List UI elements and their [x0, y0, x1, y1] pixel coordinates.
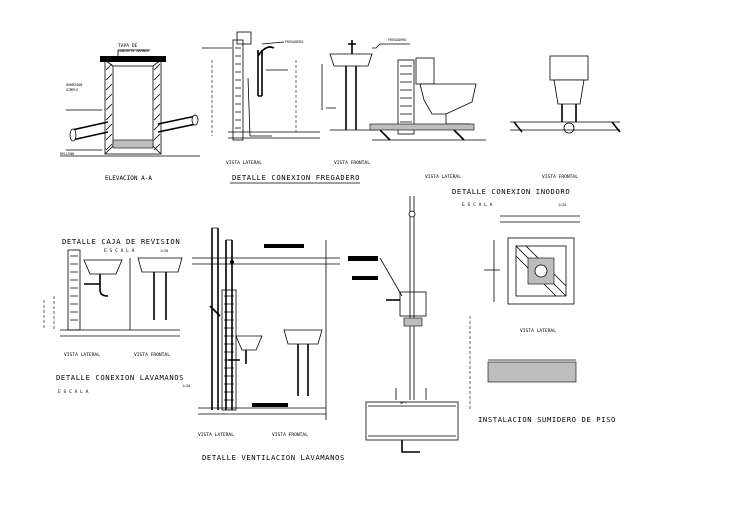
ventilacion-detail: VISTA LATERAL VISTA FRONTAL DETALLE VENT… — [192, 227, 345, 462]
fregadero-tag-frontal: FREGADERO — [388, 38, 406, 42]
elev-label-hormigon: HORMIGON — [66, 83, 82, 87]
sumidero-detail: VISTA LATERAL INSTALACION SUMIDERO DE PI… — [469, 215, 616, 424]
inodoro-detail: VISTA LATERAL VISTA FRONTAL DETALLE CONE… — [369, 55, 621, 208]
lav-scale-top: 1=20 — [160, 249, 168, 253]
sumidero-title: INSTALACION SUMIDERO DE PISO — [478, 415, 616, 424]
inodoro-vista-lateral: VISTA LATERAL — [425, 174, 461, 180]
ventilacion-title: DETALLE VENTILACION LAVAMANOS — [202, 453, 345, 462]
ventilacion-vista-frontal: VISTA FRONTAL — [272, 432, 308, 438]
inodoro-escala: E S C A L A — [462, 202, 493, 208]
riser-detail: NPT — [348, 196, 459, 453]
lavamanos-escala: E S C A L A — [58, 389, 89, 395]
fregadero-vista-frontal: VISTA FRONTAL — [334, 160, 370, 166]
inodoro-vista-frontal: VISTA FRONTAL — [542, 174, 578, 180]
fregadero-tag-lateral: FREGADERO — [285, 40, 303, 44]
lav-escala-top: E S C A L A — [104, 248, 135, 254]
lavamanos-vista-lateral: VISTA LATERAL — [64, 352, 100, 358]
sumidero-vista-lateral: VISTA LATERAL — [520, 328, 556, 334]
elevacion-a-a-detail: TAPA DE CONCRETO ARMADO HORMIGON SIMPLE … — [60, 43, 200, 182]
lavamanos-scale: 1=20 — [182, 384, 190, 388]
fregadero-vista-lateral: VISTA LATERAL — [226, 160, 262, 166]
riser-npt: NPT — [400, 401, 406, 405]
lavamanos-detail: DETALLE CAJA DE REVISION VISTA LATERAL V… — [43, 237, 190, 395]
elev-label-relleno: RELLENO — [60, 152, 74, 156]
elev-label-simple: SIMPLE — [66, 88, 78, 92]
lavamanos-vista-frontal: VISTA FRONTAL — [134, 352, 170, 358]
ventilacion-vista-lateral: VISTA LATERAL — [198, 432, 234, 438]
inodoro-title: DETALLE CONEXION INODORO — [452, 187, 570, 196]
elevacion-title: ELEVACION A-A — [105, 175, 152, 182]
fregadero-detail: FREGADERO VISTA LATERAL FREGADERO VISTA … — [202, 31, 410, 184]
lavamanos-title: DETALLE CONEXION LAVAMANOS — [56, 373, 184, 382]
caja-title: DETALLE CAJA DE REVISION — [62, 237, 180, 246]
elev-label-concreto: CONCRETO ARMADO — [118, 49, 149, 53]
inodoro-scale: 1=20 — [558, 203, 566, 207]
elev-label-tapa: TAPA DE — [118, 43, 138, 49]
fregadero-title: DETALLE CONEXION FREGADERO — [232, 173, 360, 182]
